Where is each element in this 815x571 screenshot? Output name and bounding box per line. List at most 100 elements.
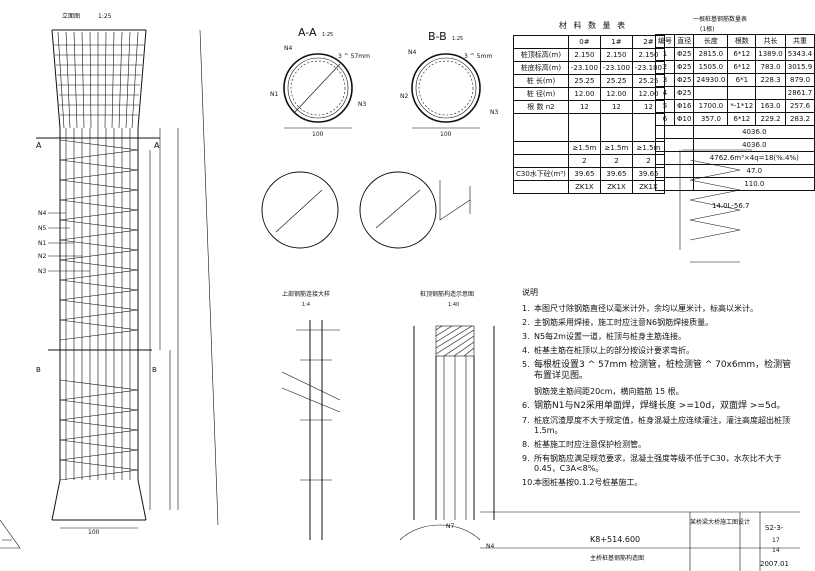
cut-a-left: A xyxy=(36,141,42,150)
note-text: 钢筋N1与N2采用单面焊，焊缝长度 >=10d，双面焊 >=5d。 xyxy=(534,400,786,411)
note-text: 桩基主筋在桩顶以上的部分按设计要求弯折。 xyxy=(534,346,694,355)
table-cell: 长度 xyxy=(693,34,729,48)
detail-bent-bar xyxy=(439,180,471,221)
rebar-label-n1: N1 xyxy=(38,240,46,247)
table-cell: 39.65 xyxy=(567,167,601,181)
table-cell: 编号 xyxy=(655,34,675,48)
notes-block: 说明 1.本图尺寸除钢筋直径以毫米计外，余均以厘米计，标高以米计。 2.主钢筋采… xyxy=(522,288,792,492)
detail-left-scale: 1:4 xyxy=(302,302,310,308)
table-cell: 4762.6m³×4q=18(%.4%) xyxy=(693,151,815,165)
bb-dim: 100 xyxy=(440,131,452,138)
table-cell: 12.00 xyxy=(599,87,633,101)
table-cell: 25.25 xyxy=(599,74,633,88)
note-item: 7.桩底沉渣厚度不大于规定值，桩身混凝土应连续灌注，灌注高度超出桩顶1.5m。 xyxy=(522,416,792,436)
note-number: 2. xyxy=(522,318,530,327)
table-cell: C30水下砼(m³) xyxy=(513,167,569,181)
rebar-label-n2: N2 xyxy=(38,253,46,260)
table-header-row: 编号 直径 长度 根数 共长 共重 xyxy=(655,34,815,48)
table-cell: 共重 xyxy=(784,34,815,48)
bb-spacing: 3 ^ 5mm xyxy=(464,53,492,60)
titleblock-sheet: 17 xyxy=(772,537,780,544)
spiral-lower xyxy=(59,379,139,481)
table-row xyxy=(513,113,665,142)
table-cell: 4036.0 xyxy=(693,138,815,152)
note-number: 10. xyxy=(522,477,535,487)
table-cell: 12 xyxy=(599,100,633,114)
rebar-label-n5: N5 xyxy=(38,225,46,232)
rebar-label-n4: N4 xyxy=(38,210,46,217)
titleblock-station: K8+514.600 xyxy=(590,535,640,544)
aa-rebar-ring xyxy=(290,60,346,116)
table-cell: Φ10 xyxy=(673,112,695,126)
table-row: 47.0 xyxy=(654,164,815,178)
detail-right-scale: 1:40 xyxy=(448,302,459,308)
table-row: 4036.0 xyxy=(654,138,815,152)
section-aa-title: A-A xyxy=(298,26,317,39)
note-item: 9.所有钢筋应满足规范要求，混凝土强度等级不低于C30，水灰比不大于0.45，C… xyxy=(522,454,792,474)
table-cell: 257.6 xyxy=(784,99,815,113)
note-item: 10.本图桩基按0.1.2号桩基施工。 xyxy=(522,478,792,488)
table2-unit: (1根) xyxy=(700,26,715,33)
north-mark xyxy=(0,519,21,549)
titleblock-total: 14 xyxy=(772,547,780,554)
note-number xyxy=(522,387,534,397)
aa-label-n3: N3 xyxy=(358,101,366,108)
pile-outline xyxy=(51,29,147,521)
elevation-title: 立面图 xyxy=(62,12,80,20)
table-cell xyxy=(654,138,695,152)
detail-left-title: 上部钢筋连接大样 xyxy=(282,290,330,298)
table-cell: 4 xyxy=(655,86,675,100)
titleblock-drawing-no: S2-3- xyxy=(765,524,784,532)
table-cell: 根数 xyxy=(727,34,757,48)
table-cell: Φ25 xyxy=(673,47,695,61)
table-cell: 桩顶标高(m) xyxy=(513,48,569,62)
cut-a-right: A xyxy=(154,141,160,150)
table-cell: -23.100 xyxy=(599,61,633,75)
table-header-row: 0# 1# 2# xyxy=(513,35,665,49)
table-cell: 5 xyxy=(655,99,675,113)
table-cell xyxy=(654,125,695,139)
table-cell: 12.00 xyxy=(567,87,601,101)
table-cell: 163.0 xyxy=(755,99,786,113)
note-item: 8.桩基施工时应注意保护检测管。 xyxy=(522,440,792,450)
table-cell: *-1*12 xyxy=(727,99,757,113)
note-number: 4. xyxy=(522,346,530,355)
section-bb: B-B 1:25 3 ^ 5mm N4 N2 N3 100 xyxy=(400,30,498,138)
titleblock-frame: 某桥梁大桥施工图设计 K8+514.600 主桥桩基钢筋构造图 S2-3- 17… xyxy=(480,511,800,571)
table-cell xyxy=(513,180,569,194)
aa-label-n1: N1 xyxy=(270,91,278,98)
note-number: 5. xyxy=(522,360,530,369)
detail-right-drawing: 桩顶钢筋构造示意图 1:40 N7 N4 xyxy=(399,290,495,550)
cut-b-right: B xyxy=(152,366,157,374)
table-cell: 110.0 xyxy=(693,177,815,191)
note-text: 桩基施工时应注意保护检测管。 xyxy=(534,439,646,449)
table-cell: 1# xyxy=(599,35,633,49)
table-cell: 783.0 xyxy=(755,60,786,74)
label-n4: N4 xyxy=(486,543,494,550)
section-aa: A-A 1:25 3 ^ 57mm N4 N1 N3 100 xyxy=(270,26,370,138)
detail-left-leaders xyxy=(281,371,341,413)
table-cell: 47.0 xyxy=(693,164,815,178)
table-cell xyxy=(513,154,569,168)
table-cell: 1 xyxy=(655,47,675,61)
table-cell: -23.100 xyxy=(567,61,601,75)
table-cell: Φ25 xyxy=(673,86,695,100)
aa-inner-circle xyxy=(287,57,349,119)
table-cell: 24930.0 xyxy=(693,73,729,87)
detail-circle-right-line xyxy=(375,189,421,229)
elevation-dims xyxy=(149,128,179,510)
table-cell xyxy=(599,113,633,142)
detail-right-walls xyxy=(413,326,495,520)
titleblock-date: 2007.01 xyxy=(760,560,789,568)
cut-b-left: B xyxy=(36,366,41,374)
table-cell: 2 xyxy=(599,154,633,168)
table-cell: 25.25 xyxy=(567,74,601,88)
